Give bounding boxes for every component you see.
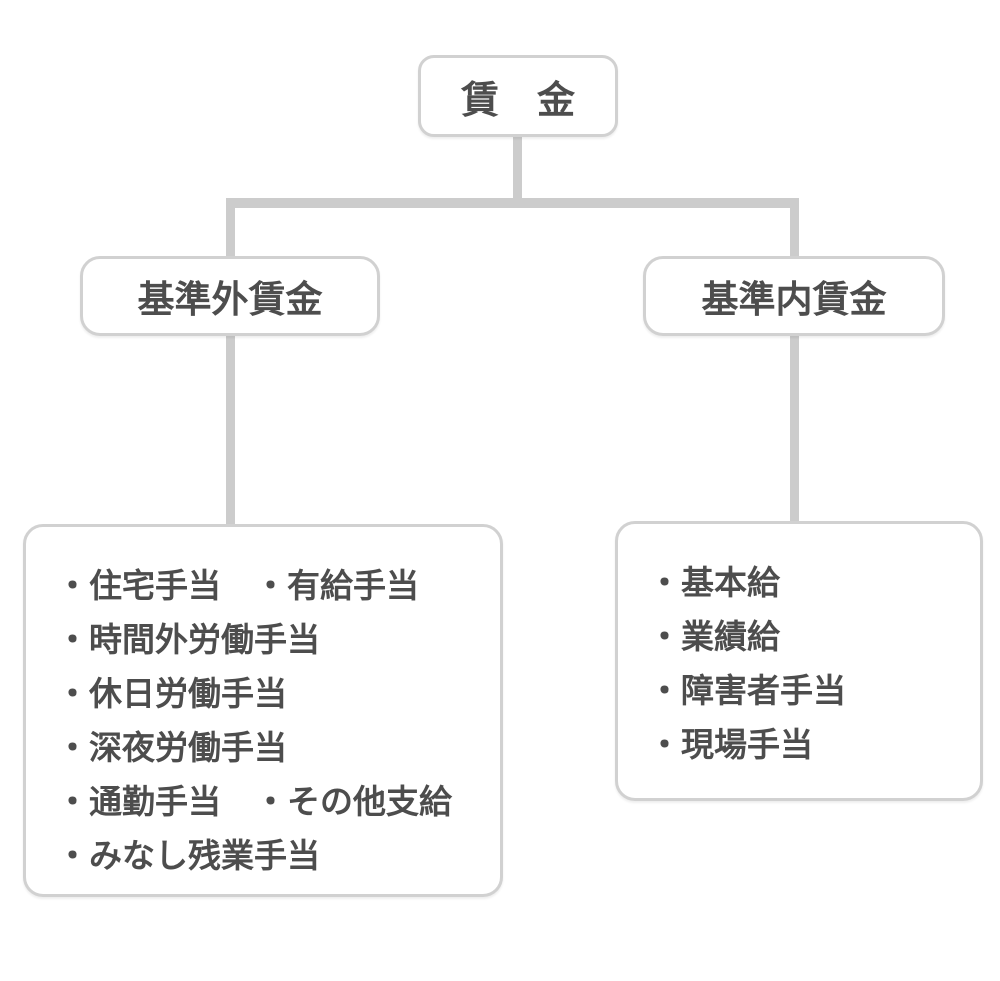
list-item: ・みなし残業手当	[56, 837, 320, 874]
node-non-standard-wages: 基準外賃金	[80, 256, 380, 336]
node-root-label: 賃 金	[460, 79, 575, 122]
non-standard-wages-items-box: ・住宅手当 ・有給手当 ・時間外労働手当 ・休日労働手当 ・深夜労働手当 ・通勤…	[23, 524, 503, 897]
connector-right-list-stem	[790, 334, 799, 524]
connector-root-stem	[513, 134, 522, 204]
list-item: ・現場手当	[648, 726, 813, 763]
list-item: ・基本給	[648, 564, 780, 601]
connector-horizontal-bar	[226, 198, 799, 208]
list-item: ・障害者手当	[648, 672, 846, 709]
connector-right-branch-stem	[790, 203, 799, 259]
list-item: ・住宅手当 ・有給手当	[56, 567, 419, 604]
standard-wages-items-box: ・基本給 ・業績給 ・障害者手当 ・現場手当	[615, 521, 983, 801]
node-non-standard-wages-label: 基準外賃金	[137, 279, 323, 320]
node-standard-wages: 基準内賃金	[643, 256, 945, 336]
list-item: ・休日労働手当	[56, 675, 287, 712]
list-item: ・業績給	[648, 618, 780, 655]
node-root-wages: 賃 金	[418, 55, 618, 137]
list-item: ・時間外労働手当	[56, 621, 320, 658]
connector-left-list-stem	[226, 334, 235, 527]
node-standard-wages-label: 基準内賃金	[701, 279, 887, 320]
list-item: ・深夜労働手当	[56, 729, 287, 766]
connector-left-branch-stem	[226, 203, 235, 259]
list-item: ・通勤手当 ・その他支給	[56, 783, 452, 820]
